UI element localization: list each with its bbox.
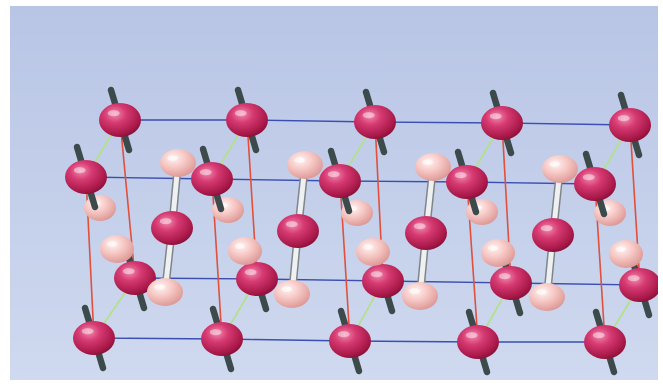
magenta-atom — [490, 266, 532, 300]
pink-atom — [228, 237, 262, 265]
magenta-atom — [329, 324, 371, 358]
pink-atom — [84, 195, 116, 221]
atom-highlight — [81, 328, 94, 335]
pink-atom — [287, 151, 323, 179]
crystal-lattice-render — [10, 6, 658, 380]
atom-highlight — [285, 221, 298, 228]
cell-edge-bottom-back — [382, 280, 512, 284]
pink-atom — [356, 238, 390, 266]
magenta-atom — [73, 321, 115, 355]
cell-edge-top-back — [246, 119, 376, 123]
magenta-atom — [277, 214, 319, 248]
atom-highlight — [73, 167, 86, 174]
atom-highlight — [498, 273, 511, 280]
atom-highlight — [465, 332, 478, 339]
pink-atom — [100, 235, 134, 263]
atom-highlight — [234, 243, 245, 249]
atom-highlight — [362, 244, 373, 250]
atom-highlight — [540, 225, 553, 232]
crystal-render-panel — [10, 6, 658, 380]
magenta-atom — [151, 211, 193, 245]
back-atoms-layer — [84, 86, 658, 319]
atom-highlight — [327, 171, 340, 178]
magenta-atom — [405, 216, 447, 250]
pink-atom — [542, 155, 578, 183]
atom-highlight — [159, 218, 172, 225]
cell-edge-bottom-back — [510, 282, 641, 286]
pink-atom — [402, 282, 438, 310]
front-atoms-layer — [65, 143, 626, 376]
magenta-atom — [201, 322, 243, 356]
magenta-atom — [99, 103, 141, 137]
atom-highlight — [234, 110, 247, 117]
cell-edge-top-front — [466, 181, 596, 185]
cell-edge-bottom-front — [221, 338, 351, 342]
magenta-atom — [362, 264, 404, 298]
cell-edge-top-front — [85, 176, 213, 180]
atom-highlight — [362, 112, 375, 119]
cell-edge-vertical-front — [339, 180, 351, 342]
magenta-atom — [532, 218, 574, 252]
magenta-atom — [354, 105, 396, 139]
cell-edge-bottom-back — [256, 278, 384, 282]
atom-highlight — [154, 284, 166, 290]
atom-highlight — [549, 161, 560, 167]
pink-atom — [160, 149, 196, 177]
atom-highlight — [209, 329, 222, 336]
atom-highlight — [281, 286, 292, 292]
atom-highlight — [627, 275, 640, 282]
atom-highlight — [592, 332, 605, 339]
atom-highlight — [617, 115, 630, 122]
atom-highlight — [487, 245, 498, 251]
magenta-atom — [236, 262, 278, 296]
cell-edge-top-front — [211, 178, 341, 182]
cell-edge-top-front — [339, 180, 468, 183]
atom-highlight — [199, 169, 212, 176]
magenta-atom — [481, 106, 523, 140]
cell-edge-top-back — [501, 122, 631, 126]
pink-atom — [529, 283, 565, 311]
cell-edge-bottom-front — [93, 337, 223, 340]
atom-highlight — [422, 159, 433, 165]
magenta-atom — [609, 108, 651, 142]
atom-highlight — [122, 268, 135, 275]
pink-atom — [609, 240, 643, 268]
magenta-atom — [619, 268, 658, 302]
magenta-atom — [114, 261, 156, 295]
cell-edge-top-back — [374, 121, 503, 124]
atom-highlight — [107, 110, 120, 117]
atom-highlight — [244, 269, 257, 276]
atom-highlight — [409, 288, 420, 294]
magenta-atom — [65, 160, 107, 194]
magenta-atom — [457, 325, 499, 359]
magenta-atom — [226, 103, 268, 137]
magenta-atom — [319, 164, 361, 198]
magenta-atom — [191, 162, 233, 196]
atom-highlight — [582, 174, 595, 181]
pink-atom — [415, 153, 451, 181]
atom-highlight — [167, 155, 179, 161]
magenta-atom — [446, 165, 488, 199]
magenta-atom — [584, 325, 626, 359]
atom-highlight — [370, 271, 383, 278]
cell-edge-bottom-front — [349, 340, 479, 343]
atom-highlight — [454, 172, 467, 179]
atom-highlight — [337, 331, 350, 338]
atom-highlight — [106, 241, 117, 247]
magenta-atom — [574, 167, 616, 201]
atom-highlight — [536, 289, 547, 295]
atom-highlight — [489, 113, 502, 120]
atom-highlight — [615, 246, 627, 252]
pink-atom — [481, 239, 515, 267]
atom-highlight — [294, 157, 305, 163]
pink-atom — [274, 280, 310, 308]
pink-atom — [147, 278, 183, 306]
atom-highlight — [413, 223, 426, 230]
